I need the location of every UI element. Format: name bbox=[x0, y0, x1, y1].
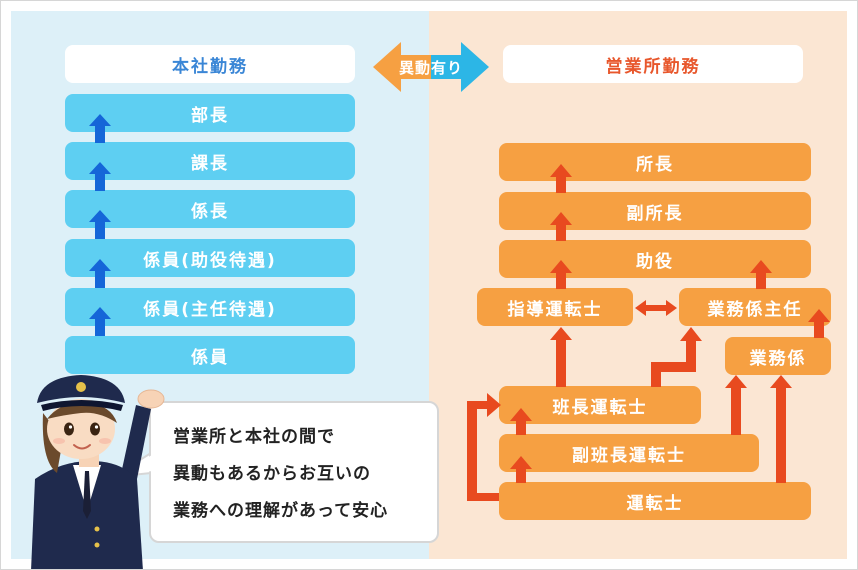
branch-office-title: 営業所勤務 bbox=[503, 45, 803, 83]
blue-up-arrow bbox=[89, 210, 111, 239]
hq-position-staff-assistant-grade: 係員(助役待遇) bbox=[65, 239, 355, 277]
blue-up-arrow bbox=[89, 162, 111, 191]
branch-business-chief: 業務係主任 bbox=[679, 288, 831, 326]
branch-director: 所長 bbox=[499, 143, 811, 181]
hq-position-staff-chief-grade: 係員(主任待遇) bbox=[65, 288, 355, 326]
red-up-arrow bbox=[510, 408, 532, 435]
branch-sub-leader-driver: 副班長運転士 bbox=[499, 434, 759, 472]
red-up-arrow bbox=[550, 164, 572, 193]
headquarters-title: 本社勤務 bbox=[65, 45, 355, 83]
red-double-arrow bbox=[635, 300, 677, 316]
speech-line-3: 業務への理解があって安心 bbox=[173, 501, 389, 521]
red-up-arrow bbox=[750, 260, 772, 289]
conductor-illustration bbox=[31, 375, 165, 569]
speech-line-2: 異動もあるからお互いの bbox=[173, 464, 371, 484]
branch-business-staff: 業務係 bbox=[725, 337, 831, 375]
branch-promotion-arrows bbox=[467, 164, 830, 501]
speech-line-1: 営業所と本社の間で bbox=[173, 427, 335, 447]
branch-team-leader-driver: 班長運転士 bbox=[499, 386, 701, 424]
transfer-double-arrow bbox=[373, 42, 489, 92]
red-loop-arrow bbox=[467, 393, 501, 501]
red-up-arrow bbox=[770, 375, 792, 483]
red-up-arrow bbox=[550, 260, 572, 289]
branch-deputy-director: 副所長 bbox=[499, 192, 811, 230]
hq-promotion-arrows bbox=[89, 114, 111, 336]
blue-up-arrow bbox=[89, 114, 111, 143]
red-up-arrow bbox=[725, 375, 747, 435]
hq-position-kakaricho: 係長 bbox=[65, 190, 355, 228]
branch-driver: 運転士 bbox=[499, 482, 811, 520]
red-up-arrow bbox=[550, 327, 572, 387]
speech-bubble: 営業所と本社の間で 異動もあるからお互いの 業務への理解があって安心 bbox=[149, 401, 439, 543]
red-up-arrow bbox=[510, 456, 532, 483]
blue-up-arrow bbox=[89, 307, 111, 336]
blue-up-arrow bbox=[89, 259, 111, 288]
red-up-arrow bbox=[550, 212, 572, 241]
red-elbow-arrow bbox=[651, 327, 702, 387]
branch-instructor-driver: 指導運転士 bbox=[477, 288, 633, 326]
hq-position-bucho: 部長 bbox=[65, 94, 355, 132]
hq-position-staff: 係員 bbox=[65, 336, 355, 374]
transfer-label: 異動有り bbox=[398, 58, 463, 77]
red-up-arrow bbox=[808, 309, 830, 338]
hq-position-kacho: 課長 bbox=[65, 142, 355, 180]
